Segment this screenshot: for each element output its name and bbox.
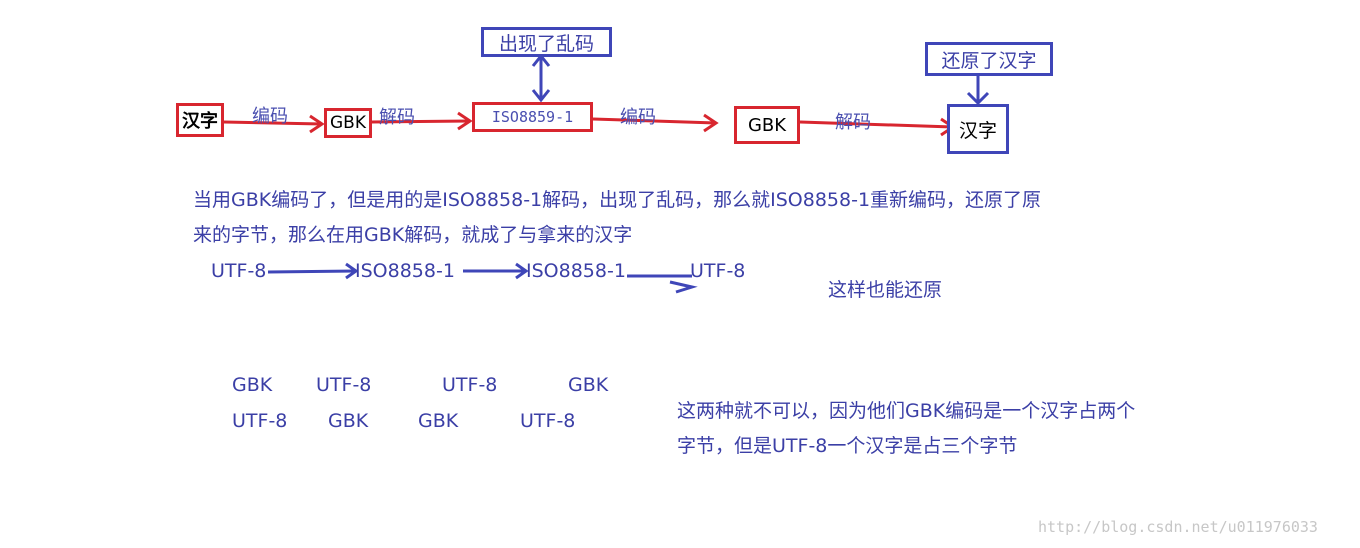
gbk-box-1: GBK — [324, 108, 372, 138]
grid-r2-c1: UTF-8 — [232, 410, 288, 432]
restored-box: 还原了汉字 — [925, 42, 1053, 76]
grid-r2-c4: UTF-8 — [520, 410, 576, 432]
arrowhead-iso-down — [531, 89, 551, 103]
chain-item-4: UTF-8 — [690, 260, 746, 282]
grid-r2-c2: GBK — [328, 410, 369, 432]
grid-r1-c4: GBK — [568, 374, 609, 396]
arrow-encode-2 — [592, 117, 717, 125]
arrow-label-decode-2: 解码 — [835, 112, 871, 133]
hanzi-result-box: 汉字 — [947, 104, 1009, 154]
watermark: http://blog.csdn.net/u011976033 — [1038, 518, 1318, 536]
garbled-box: 出现了乱码 — [481, 27, 612, 57]
arrow-encode-1 — [223, 120, 323, 126]
gbk-box-2: GBK — [734, 106, 800, 144]
arrowhead-restore-down — [966, 91, 990, 106]
explanation-line-2: 来的字节，那么在用GBK解码，就成了与拿来的汉字 — [193, 224, 633, 246]
grid-r1-c3: UTF-8 — [442, 374, 498, 396]
hanzi-box: 汉字 — [176, 103, 224, 137]
iso-box: ISO8859-1 — [472, 102, 593, 132]
explanation-line-1: 当用GBK编码了，但是用的是ISO8858-1解码，出现了乱码，那么就ISO88… — [193, 189, 1042, 211]
arrow-label-decode-1: 解码 — [379, 107, 415, 128]
chain-arrow-1 — [267, 269, 357, 274]
arrow-label-encode-1: 编码 — [252, 106, 288, 127]
arrowhead-encode-1 — [309, 114, 325, 134]
chain-note: 这样也能还原 — [828, 279, 943, 301]
conclusion-line-2: 字节，但是UTF-8一个汉字是占三个字节 — [677, 435, 1018, 457]
arrow-label-encode-2: 编码 — [620, 107, 656, 128]
grid-r1-c1: GBK — [232, 374, 273, 396]
arrowhead-decode-1 — [457, 111, 473, 131]
grid-r1-c2: UTF-8 — [316, 374, 372, 396]
grid-r2-c3: GBK — [418, 410, 459, 432]
chain-item-1: UTF-8 — [211, 260, 267, 282]
chain-arrowhead-2 — [515, 262, 529, 280]
chain-arrowhead-1 — [345, 262, 359, 280]
arrow-decode-1 — [371, 119, 471, 124]
chain-item-3: ISO8858-1 — [526, 260, 626, 282]
arrowhead-encode-2 — [703, 113, 719, 133]
conclusion-line-1: 这两种就不可以，因为他们GBK编码是一个汉字占两个 — [677, 400, 1136, 422]
arrow-decode-2 — [799, 120, 954, 129]
chain-arrowhead-3 — [669, 280, 698, 294]
chain-item-2: ISO8858-1 — [355, 260, 455, 282]
